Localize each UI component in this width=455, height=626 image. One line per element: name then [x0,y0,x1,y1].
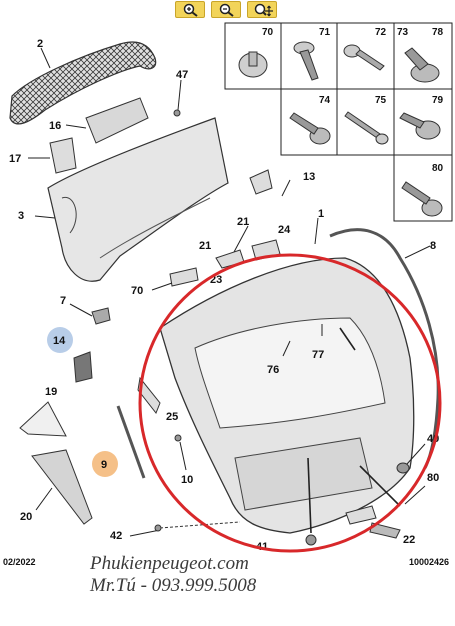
zoom-pan-button[interactable] [247,1,277,18]
svg-text:77: 77 [312,349,324,361]
fastener-78: 78 [404,27,444,83]
part-42: 42 [110,521,241,542]
trim-part-20: 20 [20,449,93,525]
svg-text:2: 2 [37,38,43,50]
svg-text:1: 1 [318,208,324,220]
svg-text:76: 76 [267,364,279,376]
svg-text:71: 71 [319,27,331,38]
fastener-74: 74 [289,95,331,145]
svg-text:8: 8 [430,240,436,252]
svg-text:72: 72 [375,27,387,38]
cover-part-14: 14 [47,327,93,383]
svg-text:9: 9 [101,459,107,471]
svg-text:13: 13 [303,171,315,183]
part-22: 22 [345,505,415,546]
svg-text:47: 47 [176,69,188,81]
fastener-71: 71 [293,27,331,81]
svg-text:21: 21 [237,216,249,228]
clip-part-47: 47 [173,69,188,117]
hinge-parts: 21 21 24 23 70 [131,216,291,297]
svg-text:80: 80 [432,163,444,174]
clip-part-7: 7 [60,295,111,325]
trim-part-19: 19 [19,386,67,437]
svg-text:20: 20 [20,511,32,523]
svg-text:42: 42 [110,530,122,542]
svg-text:10: 10 [181,474,193,486]
bracket-part-13: 13 [249,169,315,197]
fastener-73: 73 [397,27,409,38]
plate-module-part-16: 16 [49,97,149,144]
tailgate-part-1: 1 [159,208,415,534]
fastener-80: 80 [401,163,444,217]
svg-text:7: 7 [60,295,66,307]
seal-part-8: 8 [329,228,440,469]
parts-diagram: 70 71 72 73 78 74 75 79 80 [9,22,453,553]
svg-text:21: 21 [199,240,211,252]
callout-14-highlight [47,327,73,353]
svg-text:24: 24 [278,224,291,236]
svg-text:16: 16 [49,120,61,132]
fastener-75: 75 [344,95,389,145]
inner-trim-part-3: 3 [18,117,229,282]
zoom-out-icon [219,3,234,17]
fastener-grid [224,22,453,222]
svg-text:70: 70 [262,27,274,38]
inner-callouts: 76 77 [267,324,356,376]
diagram-date: 02/2022 [3,557,36,567]
fastener-70: 70 [238,27,274,78]
zoom-pan-icon [254,3,273,17]
svg-text:25: 25 [166,411,178,423]
part-25: 25 [137,376,178,423]
svg-text:75: 75 [375,95,387,106]
svg-text:78: 78 [432,27,444,38]
svg-text:74: 74 [319,95,331,106]
svg-text:79: 79 [432,95,444,106]
fastener-79: 79 [399,95,444,140]
watermark-site: Phukienpeugeot.com [90,553,249,574]
svg-text:73: 73 [397,27,409,38]
svg-text:3: 3 [18,210,24,222]
highlight-circle [138,253,442,553]
diagram-reference: 10002426 [408,557,449,567]
part-80: 80 [359,465,439,507]
svg-text:19: 19 [45,386,57,398]
part-10: 10 [174,434,193,486]
svg-text:22: 22 [403,534,415,546]
zoom-in-icon [183,3,198,17]
watermark-contact: Mr.Tú - 093.999.5008 [90,575,257,596]
viewer-toolbar [0,0,455,20]
spoiler-part-2: 2 [9,38,157,125]
bracket-part-17: 17 [9,137,77,174]
svg-text:17: 17 [9,153,21,165]
callout-9-highlight [92,451,118,477]
zoom-in-button[interactable] [175,1,205,18]
svg-text:14: 14 [53,335,66,347]
svg-text:70: 70 [131,285,143,297]
svg-text:80: 80 [427,472,439,484]
gas-strut-part-9: 9 [92,405,146,479]
fastener-72: 72 [343,27,387,71]
zoom-out-button[interactable] [211,1,241,18]
